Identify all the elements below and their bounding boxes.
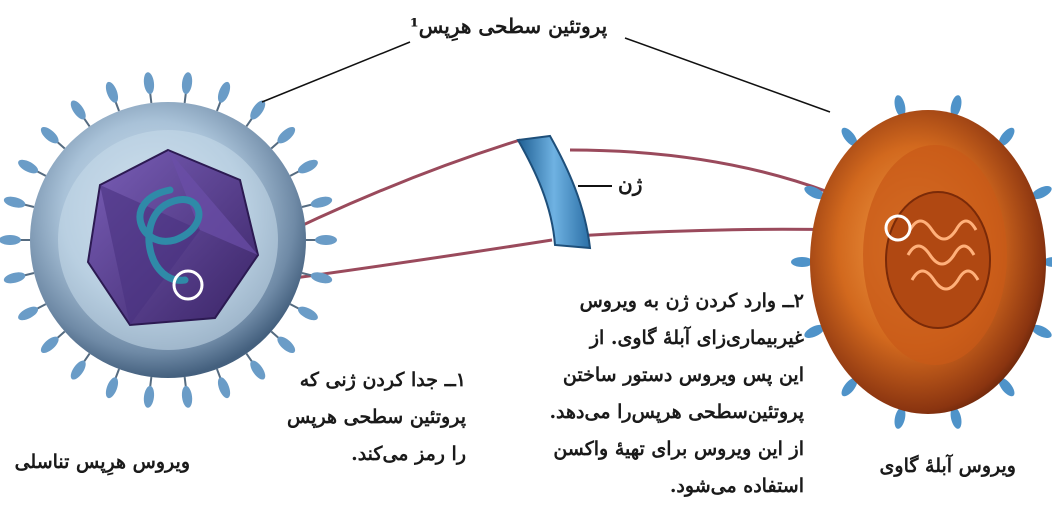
spike-head (310, 195, 334, 210)
spike-head (791, 257, 813, 267)
spike-head (143, 385, 156, 408)
step1-text: ۱ــ جدا کردن ژنی که پروتئین سطحی هرپس را… (287, 362, 466, 473)
spike-head (3, 270, 27, 285)
step2-line: از این ویروس برای تهیهٔ واکسن (549, 431, 804, 468)
gene-segment (518, 136, 612, 248)
step1-line: پروتئین سطحی هرپس (287, 399, 466, 436)
spike-head (247, 358, 268, 382)
gene-label: ژن (618, 172, 642, 196)
step2-line: استفاده می‌شود. (549, 468, 804, 505)
herpes-virus-caption: ویروس هرِپس تناسلی (15, 444, 190, 481)
spike-head (103, 80, 120, 104)
spike-head (181, 72, 194, 95)
spike-head (103, 376, 120, 400)
spike-head (68, 358, 89, 382)
spike-head (247, 98, 268, 122)
step2-line: ۲ــ وارد کردن ژن به ویروس (549, 283, 804, 320)
spike-head (0, 235, 21, 245)
cowpox-virus-caption: ویروس آبلهٔ گاوی (880, 448, 1016, 485)
spike-head (143, 72, 156, 95)
cowpox-virus (791, 94, 1052, 430)
step2-line: این پس ویروس دستور ساختن (549, 357, 804, 394)
spike-head (296, 304, 320, 323)
label-pointer-lines (262, 38, 830, 112)
spike-head (215, 376, 232, 400)
spike-head (3, 195, 27, 210)
spike-head (16, 157, 40, 176)
spike-head (315, 235, 337, 245)
spike-head (68, 98, 89, 122)
step2-text: ۲ــ وارد کردن ژن به ویروس غیربیماری‌زای … (549, 283, 804, 505)
step1-line: را رمز می‌کند. (287, 436, 466, 473)
step1-line: ۱ــ جدا کردن ژنی که (287, 362, 466, 399)
step2-line: پروتئین‌سطحی هرپس‌را می‌دهد. (549, 394, 804, 431)
spike-head (215, 80, 232, 104)
surface-protein-label: پروتئین سطحی هرِپس¹ (410, 14, 607, 38)
spike-head (16, 304, 40, 323)
spike-head (181, 385, 194, 408)
herpes-virus (0, 72, 337, 409)
spike-head (296, 157, 320, 176)
step2-line: غیربیماری‌زای آبلهٔ گاوی. از (549, 320, 804, 357)
